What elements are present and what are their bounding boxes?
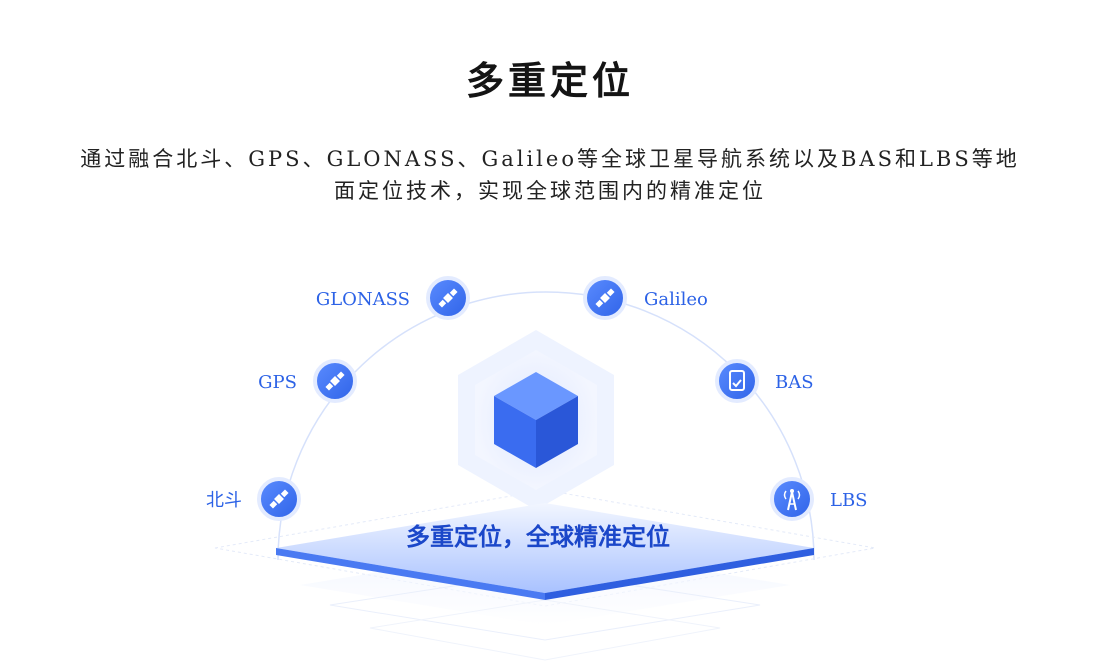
node-lbs: [770, 477, 814, 521]
node-label-gps: GPS: [258, 372, 297, 393]
signal-tower-icon: [783, 489, 801, 511]
node-beidou: [257, 477, 301, 521]
page-title: 多重定位: [465, 58, 634, 103]
node-label-bas: BAS: [775, 372, 814, 393]
node-label-galileo: Galileo: [644, 289, 708, 310]
cube-icon: [494, 372, 578, 468]
platform: [276, 503, 814, 600]
satellite-icon: [595, 288, 615, 308]
description-line-1: 通过融合北斗、GPS、GLONASS、Galileo等全球卫星导航系统以及BAS…: [80, 147, 1020, 171]
node-bas: [715, 359, 759, 403]
platform-label: 多重定位，全球精准定位: [406, 522, 670, 551]
page-description: 通过融合北斗、GPS、GLONASS、Galileo等全球卫星导航系统以及BAS…: [0, 143, 1100, 207]
description-line-2: 面定位技术，实现全球范围内的精准定位: [334, 179, 766, 203]
node-gps: [313, 359, 357, 403]
node-galileo: [583, 276, 627, 320]
node-glonass: [426, 276, 470, 320]
node-label-lbs: LBS: [830, 490, 868, 511]
node-label-glonass: GLONASS: [316, 289, 410, 310]
base-station-card-icon: [729, 370, 745, 391]
node-label-beidou: 北斗: [206, 490, 242, 511]
orbit-arc: [277, 291, 815, 561]
